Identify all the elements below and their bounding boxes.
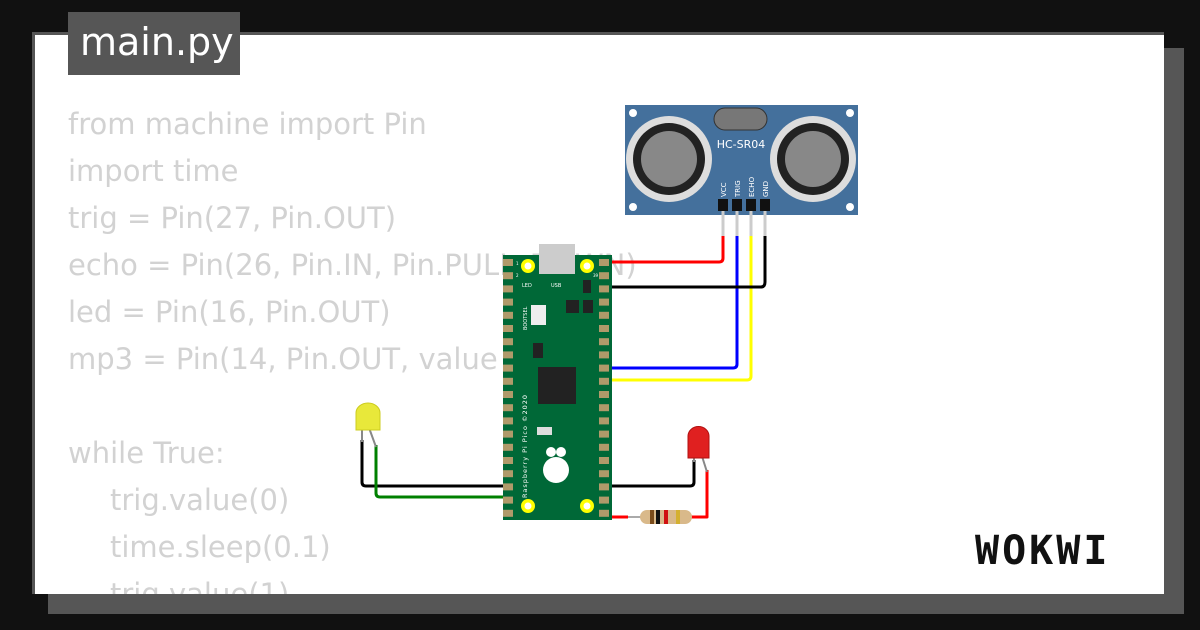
header-pin — [599, 483, 609, 491]
code-line: trig = Pin(27, Pin.OUT) — [68, 201, 397, 235]
header-pin — [599, 496, 609, 504]
header-pin — [503, 298, 513, 306]
header-pin — [503, 457, 513, 464]
header-pin — [599, 364, 609, 372]
pin-label-trig: TRIG — [734, 180, 742, 198]
header-pin — [599, 470, 609, 478]
header-pin — [503, 509, 513, 517]
header-pin — [599, 298, 609, 306]
header-pin — [503, 259, 513, 266]
code-line: time.sleep(0.1) — [110, 530, 331, 564]
pin-label-echo: ECHO — [748, 176, 756, 197]
pin-1-label: 1 — [516, 261, 519, 266]
header-pin — [503, 430, 513, 438]
wire-echo — [603, 235, 753, 382]
code-line: trig.value(0) — [110, 483, 290, 517]
header-pin — [599, 457, 609, 464]
code-line: from machine import Pin — [68, 107, 427, 141]
code-line: trig.value(1) — [110, 577, 290, 594]
wire-trig — [603, 235, 739, 370]
pin-39-label: 39 — [593, 273, 599, 278]
header-pin — [503, 483, 513, 491]
wire-gnd — [603, 235, 767, 289]
header-pin — [599, 404, 609, 412]
file-tab[interactable]: main.py — [68, 12, 240, 75]
header-pin — [599, 377, 609, 385]
header-pin — [503, 391, 513, 398]
wokwi-logo: WOKWI — [975, 528, 1111, 574]
header-pin — [503, 311, 513, 319]
pin-label-gnd: GND — [762, 181, 770, 197]
header-pin — [599, 417, 609, 425]
code-line: mp3 = Pin(14, Pin.OUT, value — [68, 342, 498, 376]
hc-sr04-sensor: HC-SR04 VCC TRIG ECHO GND — [625, 105, 858, 236]
header-pin — [503, 285, 513, 293]
header-pin — [599, 351, 609, 359]
header-pin — [599, 311, 609, 319]
header-pin — [503, 496, 513, 504]
header-pin — [599, 272, 609, 280]
header-pin — [503, 325, 513, 332]
raspberry-logo-icon — [543, 447, 569, 483]
header-pin — [503, 338, 513, 346]
pin-2-label: 2 — [516, 273, 519, 278]
header-pin — [599, 509, 609, 517]
wire-yellow-led-anode — [374, 445, 512, 499]
header-pin — [599, 391, 609, 398]
header-pin — [503, 377, 513, 385]
wire-vcc — [603, 235, 725, 264]
header-pin — [503, 443, 513, 451]
usb-label: USB — [551, 283, 562, 289]
wire-red-led-anode — [690, 470, 709, 519]
header-pin — [503, 351, 513, 359]
header-pin — [599, 325, 609, 332]
header-pin — [503, 470, 513, 478]
header-pin — [599, 259, 609, 266]
board-label: Raspberry Pi Pico ©2020 — [521, 394, 529, 498]
header-pin — [503, 364, 513, 372]
sensor-label: HC-SR04 — [717, 138, 766, 151]
header-pin — [599, 338, 609, 346]
header-pin — [599, 430, 609, 438]
header-pin — [503, 404, 513, 412]
bootsel-label: BOOTSEL — [523, 306, 529, 330]
led-label: LED — [522, 283, 532, 289]
header-pin — [503, 272, 513, 280]
code-line: import time — [68, 154, 239, 188]
red-led — [687, 426, 710, 473]
header-pin — [599, 285, 609, 293]
pin-label-vcc: VCC — [720, 182, 728, 197]
header-pin — [599, 443, 609, 451]
wire-yellow-led-cathode — [360, 440, 512, 488]
yellow-led — [355, 402, 381, 448]
header-pin — [503, 417, 513, 425]
resistor — [628, 510, 692, 524]
code-line: led = Pin(16, Pin.OUT) — [68, 295, 391, 329]
code-block: from machine import Pin import time trig… — [68, 101, 637, 594]
code-line: while True: — [68, 436, 225, 470]
wire-red-led-cathode — [603, 460, 696, 488]
raspberry-pi-pico: LED USB BOOTSEL Raspberry Pi Pico ©2020 … — [503, 244, 612, 520]
